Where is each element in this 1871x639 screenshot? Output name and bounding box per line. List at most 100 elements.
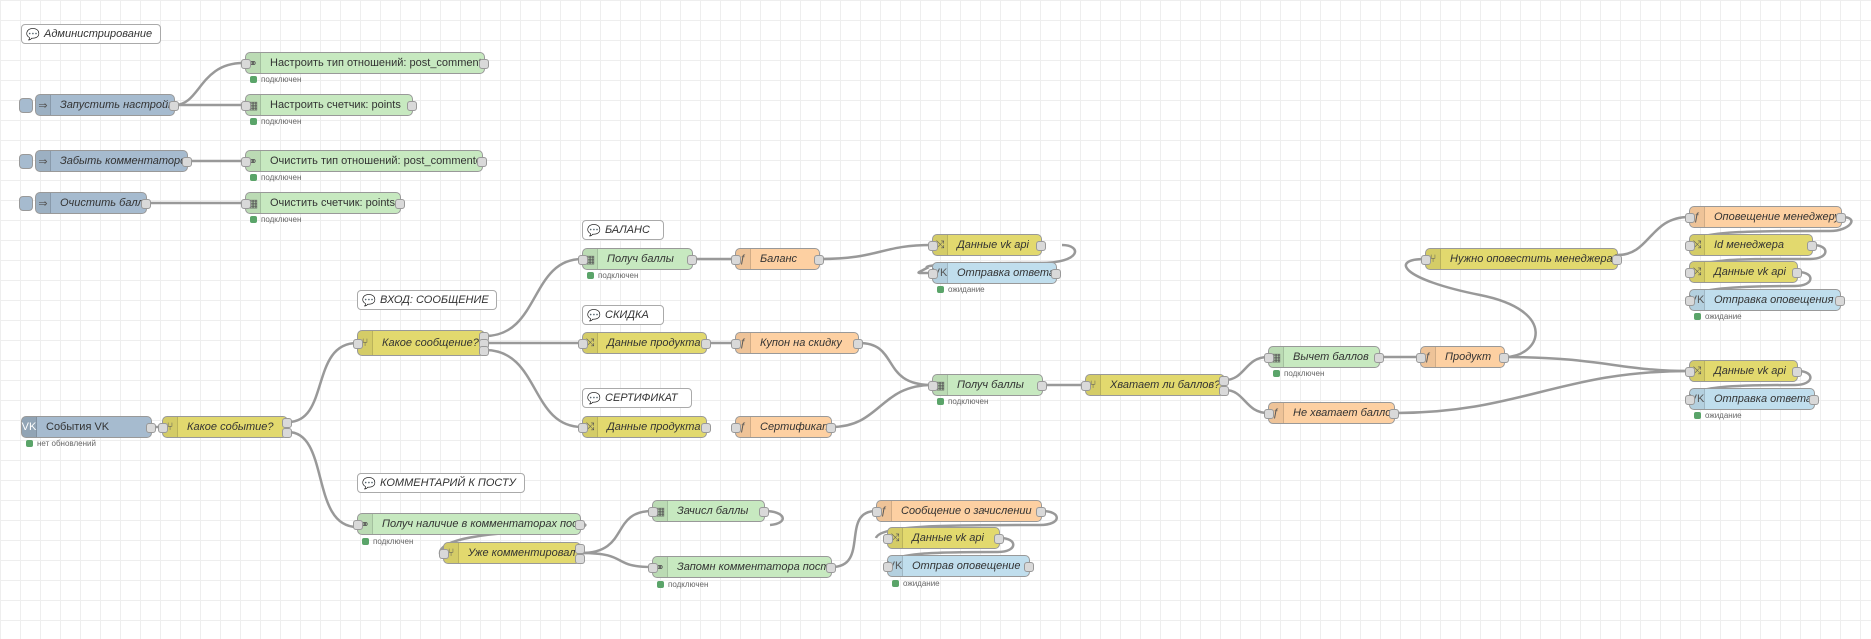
which-event-switch[interactable]: ⑂Какое событие? <box>158 416 292 438</box>
output-port[interactable] <box>407 101 417 111</box>
input-port[interactable] <box>353 520 363 530</box>
input-port[interactable] <box>1685 213 1695 223</box>
output-port[interactable] <box>1219 376 1229 386</box>
output-port[interactable] <box>994 534 1004 544</box>
which-message-switch[interactable]: ⑂Какое сообщение? <box>353 330 489 356</box>
inject-setup-node[interactable]: ⇒Запустить настройку <box>35 94 179 116</box>
output-port[interactable] <box>1219 386 1229 396</box>
output-port[interactable] <box>1051 269 1061 279</box>
set-counter-node[interactable]: ▦Настроить счетчик: points <box>241 94 417 116</box>
comment-message-input[interactable]: 💬ВХОД: СООБЩЕНИЕ <box>357 290 497 310</box>
inject-trigger-button[interactable] <box>19 98 33 113</box>
output-port[interactable] <box>1499 353 1509 363</box>
deduct-points-node[interactable]: ▦Вычет баллов <box>1264 346 1384 368</box>
input-port[interactable] <box>241 199 251 209</box>
input-port[interactable] <box>731 339 741 349</box>
input-port[interactable] <box>439 549 449 559</box>
output-port[interactable] <box>1792 367 1802 377</box>
credit-points-node[interactable]: ▦Зачисл баллы <box>648 500 769 522</box>
comment-post-comment[interactable]: 💬КОММЕНТАРИЙ К ПОСТУ <box>357 473 525 493</box>
comment-certificate[interactable]: 💬СЕРТИФИКАТ <box>582 388 692 408</box>
comment-discount[interactable]: 💬СКИДКА <box>582 305 664 325</box>
clear-relation-type-node[interactable]: ⚭Очистить тип отношений: post_commenter <box>241 150 487 172</box>
inject-trigger-button[interactable] <box>19 154 33 169</box>
set-relation-type-node[interactable]: ⚭Настроить тип отношений: post_commenter <box>241 52 489 74</box>
output-port[interactable] <box>477 157 487 167</box>
output-port[interactable] <box>1036 241 1046 251</box>
output-port[interactable] <box>701 423 711 433</box>
get-points-balance-node[interactable]: ▦Получ баллы <box>578 248 697 270</box>
input-port[interactable] <box>872 507 882 517</box>
output-port[interactable] <box>1037 381 1047 391</box>
output-port[interactable] <box>1374 353 1384 363</box>
input-port[interactable] <box>1685 241 1695 251</box>
inject-trigger-button[interactable] <box>19 196 33 211</box>
notify-manager-switch[interactable]: ⑂Нужно оповестить менеджера? <box>1421 248 1622 270</box>
input-port[interactable] <box>928 381 938 391</box>
output-port[interactable] <box>146 423 156 433</box>
vk-api-data-node-3[interactable]: ⤨Данные vk api <box>1685 360 1802 382</box>
output-port[interactable] <box>1792 268 1802 278</box>
input-port[interactable] <box>1264 353 1274 363</box>
input-port[interactable] <box>883 562 893 572</box>
input-port[interactable] <box>731 423 741 433</box>
input-port[interactable] <box>158 423 168 433</box>
output-port[interactable] <box>1024 562 1034 572</box>
input-port[interactable] <box>578 339 588 349</box>
input-port[interactable] <box>928 269 938 279</box>
output-port[interactable] <box>826 423 836 433</box>
input-port[interactable] <box>1685 296 1695 306</box>
input-port[interactable] <box>578 423 588 433</box>
output-port[interactable] <box>1389 409 1399 419</box>
input-port[interactable] <box>241 59 251 69</box>
output-port[interactable] <box>282 418 292 428</box>
output-port[interactable] <box>1836 213 1846 223</box>
product-data-node-1[interactable]: ⤨Данные продукта <box>578 332 711 354</box>
input-port[interactable] <box>578 255 588 265</box>
output-port[interactable] <box>282 428 292 438</box>
input-port[interactable] <box>1685 268 1695 278</box>
output-port[interactable] <box>814 255 824 265</box>
already-commented-switch[interactable]: ⑂Уже комментировал? <box>439 542 585 564</box>
get-points-node-2[interactable]: ▦Получ баллы <box>928 374 1047 396</box>
remember-commenter-node[interactable]: ⚭Запомн комментатора поста <box>648 556 836 578</box>
input-port[interactable] <box>1685 367 1695 377</box>
output-port[interactable] <box>1809 395 1819 405</box>
output-port[interactable] <box>479 59 489 69</box>
output-port[interactable] <box>701 339 711 349</box>
input-port[interactable] <box>731 255 741 265</box>
output-port[interactable] <box>826 563 836 573</box>
input-port[interactable] <box>883 534 893 544</box>
output-port[interactable] <box>575 544 585 554</box>
enough-points-switch[interactable]: ⑂Хватает ли баллов? <box>1081 374 1229 396</box>
manager-id-node[interactable]: ⤨Id менеджера <box>1685 234 1817 256</box>
check-commenters-node[interactable]: ⚭Получ наличие в комментаторах поста <box>353 513 585 535</box>
input-port[interactable] <box>1421 255 1431 265</box>
input-port[interactable] <box>1416 353 1426 363</box>
vk-api-data-node-4[interactable]: ⤨Данные vk api <box>883 527 1004 549</box>
input-port[interactable] <box>648 507 658 517</box>
output-port[interactable] <box>853 339 863 349</box>
output-port[interactable] <box>759 507 769 517</box>
comment-balance[interactable]: 💬БАЛАНС <box>582 220 664 240</box>
inject-clear-commenters-node[interactable]: ⇒Забыть комментаторов <box>35 150 192 172</box>
comment-admin[interactable]: 💬Администрирование <box>21 24 161 44</box>
output-port[interactable] <box>575 554 585 564</box>
output-port[interactable] <box>687 255 697 265</box>
output-port[interactable] <box>395 199 405 209</box>
input-port[interactable] <box>241 157 251 167</box>
inject-clear-points-node[interactable]: ⇒Очистить баллы <box>35 192 151 214</box>
input-port[interactable] <box>1264 409 1274 419</box>
input-port[interactable] <box>928 241 938 251</box>
vk-api-data-node-1[interactable]: ⤨Данные vk api <box>928 234 1046 256</box>
output-port[interactable] <box>1612 255 1622 265</box>
